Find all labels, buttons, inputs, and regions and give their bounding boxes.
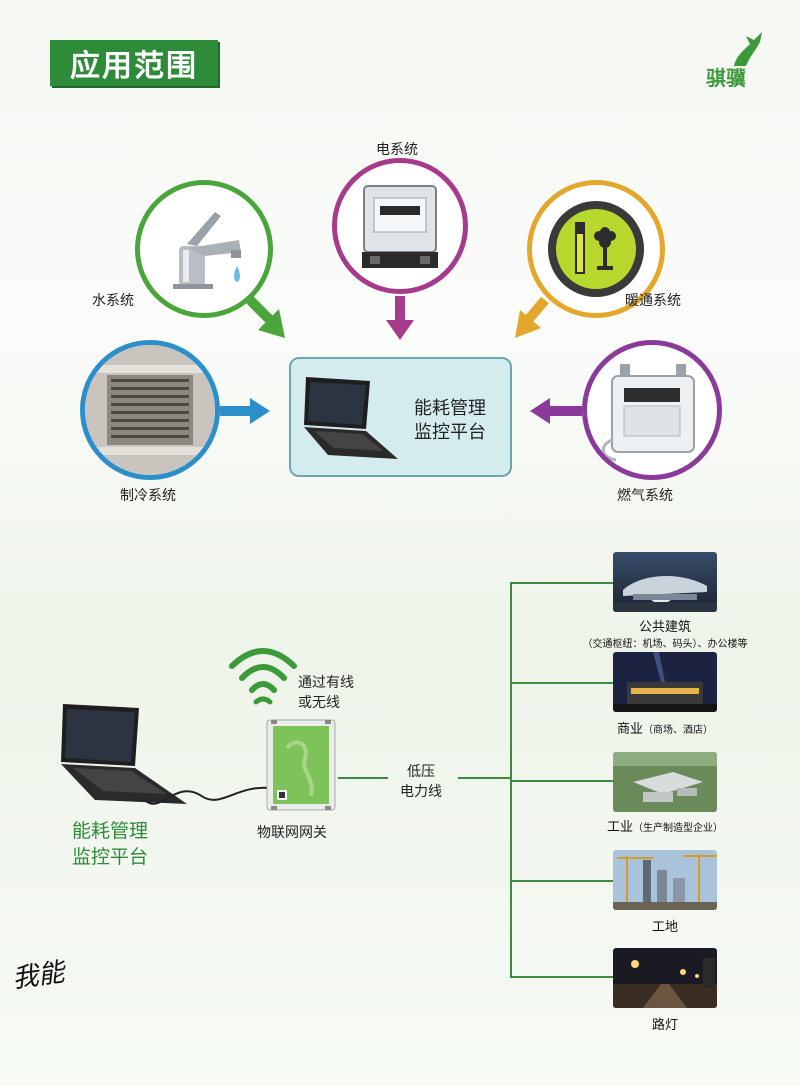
platform-title: 能耗管理 监控平台 (414, 397, 486, 445)
arrow-electric-to-platform (386, 296, 414, 340)
section-title: 应用范围 (50, 40, 218, 86)
platform-title-line2: 监控平台 (414, 422, 486, 443)
wireless-label: 通过有线 或无线 (298, 673, 354, 713)
power-line (338, 777, 512, 779)
app-public-buildings-detail: （交通枢纽：机场、码头）、办公楼等 (582, 639, 748, 650)
water-system-circle (135, 180, 273, 318)
horse-icon (734, 32, 762, 66)
wireless-label-line2: 或无线 (298, 695, 340, 711)
wireless-signal-icon (229, 648, 297, 705)
app-industrial-name: 工业 (606, 820, 633, 835)
arrow-heating-to-platform (515, 296, 549, 338)
signature: 我能 (10, 957, 67, 995)
brand-logo: 骐骥 (700, 30, 770, 90)
app-construction: 工地 (651, 920, 678, 935)
thermostat-icon (548, 201, 644, 297)
shopping-mall-image (613, 652, 717, 712)
powerline-label: 低压 电力线 (400, 762, 442, 802)
powerline-label-line1: 低压 (407, 764, 435, 780)
app-public-buildings: 公共建筑 （交通枢纽：机场、码头）、办公楼等 (560, 616, 770, 651)
platform-title-line1: 能耗管理 (414, 398, 486, 419)
tree-branch-4 (510, 880, 613, 882)
tree-branch-5 (510, 976, 613, 978)
gas-system-circle (582, 340, 722, 480)
app-commercial-name: 商业 (616, 722, 643, 737)
app-industrial-detail: （生产制造型企业） (633, 823, 723, 834)
heating-system-label: 暖通系统 (625, 293, 681, 309)
app-industrial: 工业（生产制造型企业） (560, 816, 770, 835)
app-commercial: 商业（商场、酒店） (560, 718, 770, 737)
laptop-icon (61, 704, 187, 804)
water-system-label: 水系统 (92, 293, 134, 309)
tree-branch-2 (510, 682, 613, 684)
construction-site-image (613, 850, 717, 910)
cooling-system-label: 制冷系统 (120, 488, 176, 504)
wireless-label-line1: 通过有线 (298, 675, 354, 691)
gateway-label: 物联网网关 (257, 825, 327, 841)
gas-system-label: 燃气系统 (617, 488, 673, 504)
app-commercial-detail: （商场、酒店） (643, 725, 713, 736)
tree-branch-3 (510, 780, 613, 782)
brand-name: 骐骥 (706, 66, 746, 90)
electric-system-label: 电系统 (376, 142, 418, 158)
electric-meter-icon (362, 185, 438, 268)
tree-branch-1 (510, 582, 613, 584)
arrow-cooling-to-platform (220, 398, 270, 424)
heating-system-circle (527, 180, 665, 318)
app-street-lights: 路灯 (651, 1018, 678, 1033)
factory-image (613, 752, 717, 812)
network-cable (144, 786, 271, 805)
arrow-water-to-platform (246, 296, 285, 338)
bottom-platform-line2: 监控平台 (72, 846, 149, 868)
flow-arrows (220, 296, 582, 424)
iot-gateway-icon (266, 719, 336, 811)
electric-system-circle (332, 158, 468, 294)
cooling-system-circle (80, 340, 220, 480)
gas-meter-icon (601, 364, 695, 462)
bottom-platform-line1: 能耗管理 (72, 820, 149, 842)
bottom-platform-label: 能耗管理 监控平台 (72, 818, 148, 870)
air-conditioner-icon (85, 345, 215, 475)
powerline-label-line2: 电力线 (400, 784, 442, 800)
arrow-gas-to-platform (530, 398, 582, 424)
faucet-icon (173, 212, 241, 289)
airport-image (613, 552, 717, 612)
street-light-image (613, 948, 717, 1008)
laptop-icon (304, 377, 398, 459)
app-public-buildings-name: 公共建筑 (638, 620, 691, 635)
